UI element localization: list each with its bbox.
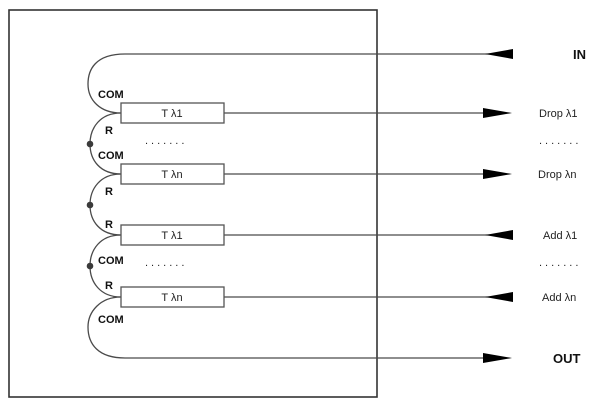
ellipsis-drop: .......: [145, 135, 187, 147]
com-port-label: COM: [98, 314, 124, 326]
filter-drop-n: T λn: [120, 163, 225, 185]
output-port-label: OUT: [553, 351, 581, 366]
com-port-label: COM: [98, 89, 124, 101]
filter-label: T λ1: [161, 230, 182, 242]
ellipsis-add-ext: .......: [539, 257, 581, 269]
com-port-label: COM: [98, 150, 124, 162]
arrow-add-1-icon: [485, 230, 513, 240]
filter-label: T λn: [161, 169, 182, 181]
r-port-label: R: [105, 186, 113, 198]
filter-drop-1: T λ1: [120, 102, 225, 124]
r-port-label: R: [105, 280, 113, 292]
drop-label-1: Drop λ1: [539, 108, 578, 120]
r-port-label: R: [105, 219, 113, 231]
ellipsis-add: .......: [145, 257, 187, 269]
add-label-n: Add λn: [542, 292, 576, 304]
add-label-1: Add λ1: [543, 230, 577, 242]
junction-dot: [86, 262, 94, 270]
arrow-drop-n-icon: [483, 169, 512, 179]
com-port-label: COM: [98, 255, 124, 267]
r-port-label: R: [105, 125, 113, 137]
arrow-drop-1-icon: [483, 108, 512, 118]
link-f1-f2: [89, 112, 122, 175]
filter-add-1: T λ1: [120, 224, 225, 246]
input-fiber: [87, 53, 513, 114]
drop-label-n: Drop λn: [538, 169, 577, 181]
input-port-label: IN: [573, 47, 586, 62]
filter-label: T λ1: [161, 108, 182, 120]
ellipsis-drop-ext: .......: [539, 135, 581, 147]
arrow-out-icon: [483, 353, 512, 363]
output-fiber: [87, 296, 485, 359]
junction-dot: [86, 201, 94, 209]
module-frame: [8, 9, 378, 398]
filter-add-n: T λn: [120, 286, 225, 308]
junction-dot: [86, 140, 94, 148]
arrow-add-n-icon: [485, 292, 513, 302]
arrow-in-icon: [485, 49, 513, 59]
filter-label: T λn: [161, 292, 182, 304]
